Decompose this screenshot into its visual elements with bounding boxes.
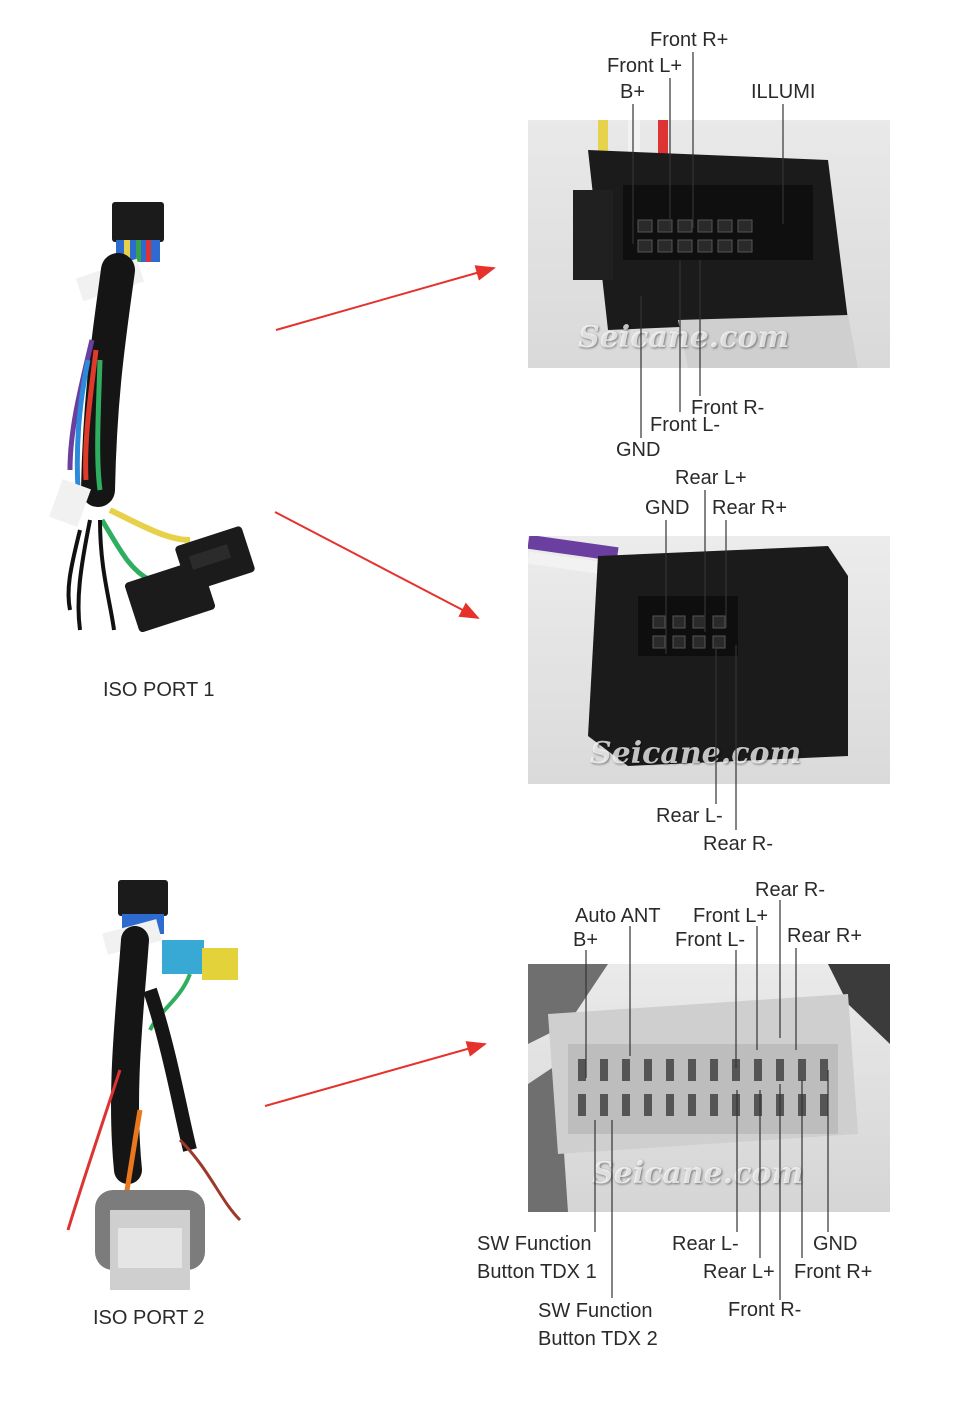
pin-label-rear-l-minus: Rear L- — [656, 805, 723, 827]
pin-label-front-l-plus: Front L+ — [693, 905, 769, 927]
watermark: Seicane.com — [592, 1156, 804, 1191]
pin-label-front-r-plus: Front R+ — [650, 29, 729, 51]
pin-label-front-l-minus: Front L- — [675, 929, 746, 951]
pin-label-rear-r-plus: Rear R+ — [712, 497, 788, 519]
pin-label-sw-function-tdx-1: SW Function Button TDX 1 — [477, 1233, 597, 1283]
pin-label-rear-l-plus: Rear L+ — [675, 467, 747, 489]
watermark: Seicane.com — [590, 736, 802, 771]
pin-label-auto-ant: Auto ANT — [575, 905, 661, 927]
port-1-connector-a-photo: Seicane.com — [528, 120, 890, 368]
watermark: Seicane.com — [578, 320, 790, 355]
pin-label-sw-function-tdx-2: SW Function Button TDX 2 — [538, 1300, 658, 1350]
arrow-to-port-2-connector — [264, 1041, 487, 1107]
pin-label-b-plus: B+ — [573, 929, 599, 951]
pin-label-front-r-plus: Front R+ — [794, 1261, 873, 1283]
arrow-to-connector-b — [274, 511, 480, 619]
port-2-connector-photo: Seicane.com — [528, 964, 890, 1212]
pin-label-front-l-minus: Front L- — [650, 414, 721, 436]
iso-port-1-harness-photo — [40, 190, 280, 650]
pin-label-rear-l-minus: Rear L- — [672, 1233, 739, 1255]
pin-label-front-r-minus: Front R- — [728, 1299, 802, 1321]
pin-label-rear-r-plus: Rear R+ — [787, 925, 863, 947]
iso-port-1-caption: ISO PORT 1 — [103, 679, 215, 701]
pin-label-front-l-plus: Front L+ — [607, 55, 683, 77]
pin-label-rear-r-minus: Rear R- — [755, 879, 826, 901]
port-1-connector-b-photo: Seicane.com — [528, 536, 890, 784]
iso-port-2-caption: ISO PORT 2 — [93, 1307, 205, 1329]
pin-label-illumi: ILLUMI — [751, 81, 816, 103]
pin-label-rear-r-minus: Rear R- — [703, 833, 774, 855]
pin-label-b-plus: B+ — [620, 81, 646, 103]
pin-label-gnd: GND — [645, 497, 690, 519]
pin-label-rear-l-plus: Rear L+ — [703, 1261, 775, 1283]
pin-label-gnd: GND — [813, 1233, 858, 1255]
pin-label-front-r-minus: Front R- — [691, 397, 765, 419]
iso-port-2-harness-photo — [40, 870, 280, 1290]
arrow-to-connector-a — [275, 265, 496, 331]
pin-label-gnd: GND — [616, 439, 661, 461]
